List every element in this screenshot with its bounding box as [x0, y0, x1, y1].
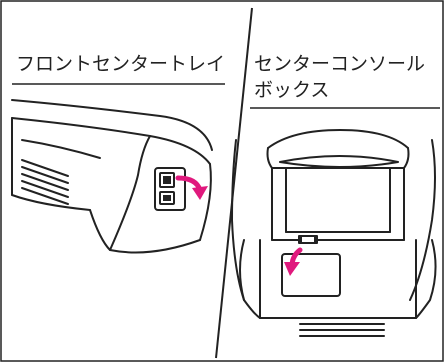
- center-console-box-title-line2: ボックス: [254, 78, 329, 102]
- right-port: [298, 235, 318, 244]
- center-console-box-title-line1: センターコンソール: [254, 52, 425, 76]
- front-center-tray-title: フロントセンタートレイ: [16, 52, 225, 76]
